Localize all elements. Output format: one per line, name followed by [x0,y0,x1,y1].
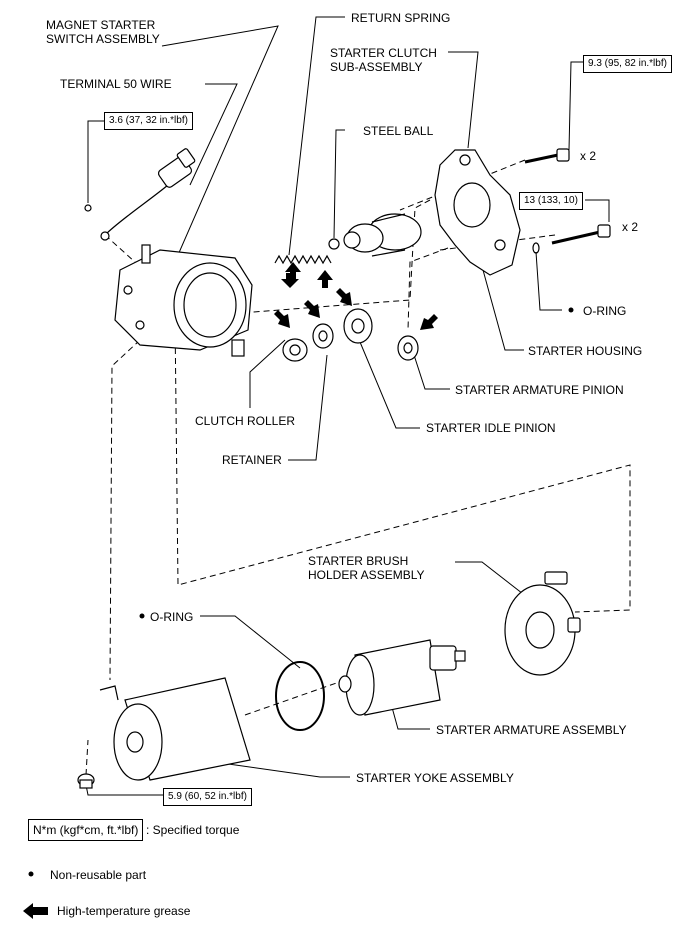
nonreusable-bullet-icon [139,613,145,619]
label-armature-pinion: STARTER ARMATURE PINION [455,383,624,397]
leader-starter-clutch [448,51,479,149]
leader-torque-5.9 [85,784,163,796]
yoke-shape [99,677,251,781]
label-o-ring-lower: O-RING [150,610,194,624]
leader-terminal-50 [189,83,238,186]
grease-arrow-icon [304,300,320,318]
leader-torque-13 [585,199,610,222]
grease-arrow-icon [281,273,299,288]
leader-torque-9.3 [568,61,583,151]
through-bolt-upper-shape [524,148,570,164]
label-magnet-switch-2: SWITCH ASSEMBLY [46,32,160,46]
through-bolt-lower-shape [551,224,611,245]
label-clutch-roller: CLUTCH ROLLER [195,414,296,428]
legend-torque-box: N*m (kgf*cm, ft.*lbf) [28,819,144,841]
leader-torque-3.6 [87,120,104,203]
armature-shape [338,639,466,716]
leader-idle-pinion [359,341,420,429]
torque-yoke-nut: 5.9 (60, 52 in.*lbf) [163,788,252,806]
starter-housing-shape [434,149,521,276]
leader-return-spring [288,16,345,256]
legend-grease-arrow-icon [23,903,48,919]
dash-main-axis [174,317,631,613]
torque-through-bolt-upper: 9.3 (95, 82 in.*lbf) [583,55,672,73]
o-ring-lower-shape [275,661,325,731]
leader-oring-lower [200,615,301,669]
label-brush-holder-1: STARTER BRUSH [308,554,409,568]
leader-yoke [199,759,350,778]
label-terminal-50: TERMINAL 50 WIRE [60,77,172,91]
dash-wire [104,234,136,263]
dash-left-axis [109,339,141,681]
o-ring-upper-shape [532,242,540,254]
grease-arrow-icon [336,288,352,306]
idle-pinion-shape [343,308,373,344]
dash-yoke-to-armature [244,679,346,716]
label-steel-ball: STEEL BALL [363,124,434,138]
dash-yoke-nut [85,739,89,776]
grease-arrow-icon [285,262,301,280]
label-o-ring-upper: O-RING [583,304,627,318]
torque-terminal-nut: 3.6 (37, 32 in.*lbf) [104,112,193,130]
label-idle-pinion: STARTER IDLE PINION [426,421,556,435]
magnet-starter-switch-shape [114,244,253,357]
legend-torque-desc: : Specified torque [146,823,240,837]
dash-bolt-upper [399,159,526,211]
leader-steel-ball [333,129,345,239]
armature-pinion-shape [397,335,419,361]
steel-ball-shape [328,238,340,250]
leader-oring-upper [535,251,562,311]
grease-arrow-icon [274,310,290,328]
brush-holder-shape [504,571,581,676]
label-retainer: RETAINER [222,453,282,467]
terminal-50-wire-shape [84,148,196,241]
grease-arrow-icon [317,270,333,288]
label-starter-housing: STARTER HOUSING [528,344,643,358]
torque-through-bolt-lower: 13 (133, 10) [519,192,583,210]
nonreusable-bullet-icon [568,307,574,313]
nonreusable-bullet-icon [28,871,34,877]
dash-housing-to-pinion [407,247,449,331]
label-return-spring: RETURN SPRING [351,11,451,25]
legend-grease: High-temperature grease [57,904,191,918]
label-magnet-switch-1: MAGNET STARTER [46,18,156,32]
leader-housing [482,269,524,351]
quantity-upper: x 2 [580,149,597,163]
grease-arrow-icon [420,314,438,330]
dash-clutch-to-switch [174,199,431,319]
leader-arm-pinion [413,354,450,390]
leader-clutch-roller [249,339,286,408]
quantity-lower: x 2 [622,220,639,234]
clutch-roller-shape [282,338,308,362]
legend-nonreusable: Non-reusable part [50,868,147,882]
leader-retainer [288,354,328,461]
starter-clutch-shape [343,213,422,257]
label-armature-assembly: STARTER ARMATURE ASSEMBLY [436,723,627,737]
label-starter-clutch-2: SUB-ASSEMBLY [330,60,423,74]
leader-magnet-switch [161,25,279,256]
label-starter-clutch-1: STARTER CLUTCH [330,46,437,60]
label-yoke-assembly: STARTER YOKE ASSEMBLY [356,771,514,785]
retainer-shape [312,323,334,349]
return-spring-shape [274,254,332,265]
leader-brush-holder [455,561,528,598]
label-brush-holder-2: HOLDER ASSEMBLY [308,568,425,582]
yoke-nut-shape [77,773,95,789]
